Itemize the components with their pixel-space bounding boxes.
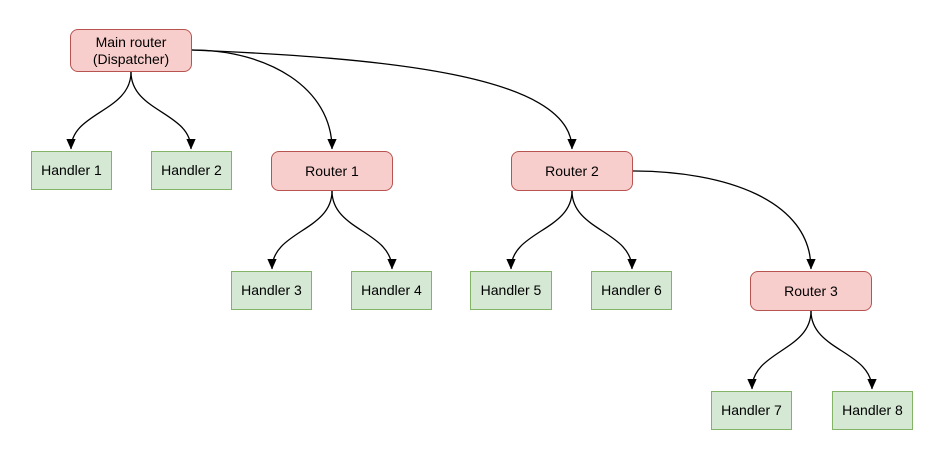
node-handler-3: Handler 3	[231, 271, 312, 310]
edge-main-router-to-router-2	[191, 49, 577, 150]
node-router-2: Router 2	[511, 151, 633, 191]
node-main-router: Main router (Dispatcher)	[70, 29, 192, 72]
edge-router-1-to-handler-4	[331, 190, 397, 270]
node-handler-2: Handler 2	[151, 151, 232, 190]
node-router-3: Router 3	[750, 271, 872, 311]
node-handler-6: Handler 6	[591, 271, 672, 310]
edge-router-2-to-handler-5	[506, 190, 573, 270]
node-handler-4: Handler 4	[351, 271, 432, 310]
node-router-1: Router 1	[271, 151, 393, 191]
edge-main-router-to-router-1	[191, 49, 337, 150]
edge-router-1-to-handler-3	[267, 190, 333, 270]
node-handler-5: Handler 5	[470, 271, 552, 310]
edge-main-router-to-handler-2	[130, 71, 196, 150]
edge-router-3-to-handler-7	[747, 310, 812, 390]
edge-router-2-to-router-3	[631, 170, 816, 270]
edge-router-3-to-handler-8	[810, 310, 877, 390]
node-handler-1: Handler 1	[31, 151, 112, 190]
edge-router-2-to-handler-6	[571, 190, 637, 270]
node-handler-8: Handler 8	[832, 391, 913, 430]
node-handler-7: Handler 7	[711, 391, 792, 430]
edge-main-router-to-handler-1	[66, 71, 132, 150]
